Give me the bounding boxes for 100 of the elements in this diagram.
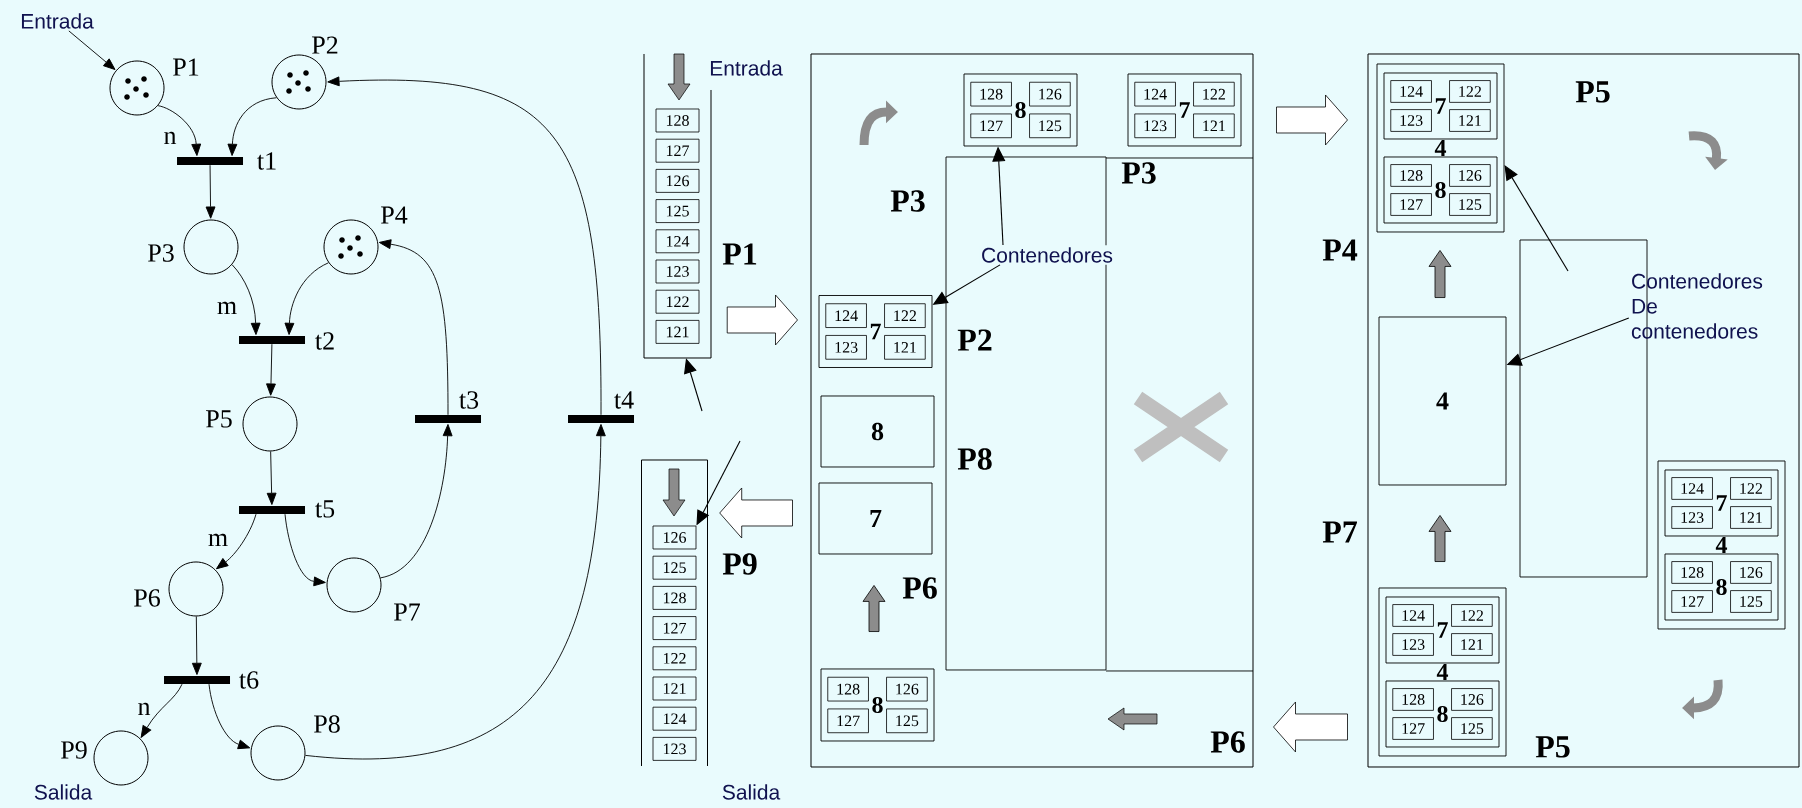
transition-label: t5 <box>315 500 335 518</box>
transition-label: t2 <box>315 332 334 350</box>
transition-label: t3 <box>459 391 479 409</box>
number-cell: 127 <box>1390 193 1432 216</box>
number-cell: 123 <box>1392 633 1434 656</box>
text-label: Entrada <box>21 13 94 29</box>
number-cell: 122 <box>1730 477 1772 500</box>
place-label: P5 <box>206 410 232 428</box>
container-box: 7 <box>818 482 933 555</box>
arc-arrow <box>140 683 183 738</box>
arc-arrow <box>191 616 202 675</box>
number-cell: 121 <box>1451 633 1493 656</box>
arc-arrow <box>157 105 202 156</box>
number-cell: 121 <box>1193 113 1235 139</box>
block-arrow <box>1273 701 1348 753</box>
place-label: P3 <box>148 244 174 262</box>
number-cell: 125 <box>652 555 697 580</box>
place-label: P1 <box>173 58 199 76</box>
number-cell: 125 <box>886 708 928 734</box>
arc-arrow <box>231 264 261 335</box>
number-cell: 126 <box>655 169 700 193</box>
number-cell: 123 <box>1671 506 1713 529</box>
number-cell: 121 <box>1730 506 1772 529</box>
arc-arrow <box>266 343 276 396</box>
place-label: P9 <box>61 741 87 759</box>
place-label: P2 <box>312 36 338 54</box>
arc-arrow <box>284 513 326 587</box>
number-cell: 126 <box>1029 81 1071 107</box>
stack-label: P1 <box>722 243 757 265</box>
place-label: P3 <box>1121 162 1156 184</box>
place-label: P2 <box>957 329 992 351</box>
number-cell: 127 <box>1392 717 1434 740</box>
arc-arrow <box>266 451 277 505</box>
number-cell: 124 <box>1671 477 1713 500</box>
place-label: P8 <box>957 448 992 470</box>
number-cell: 128 <box>1671 561 1713 584</box>
direction-arrow <box>862 585 886 632</box>
block-arrow <box>1276 94 1348 146</box>
number-cell: 127 <box>970 113 1012 139</box>
number-cell: 126 <box>652 525 697 550</box>
number-cell: 122 <box>1449 80 1491 103</box>
number-cell: 125 <box>1451 717 1493 740</box>
stack-label: Salida <box>722 784 781 800</box>
callout-text: Contenedores De contenedores <box>1629 271 1763 341</box>
direction-arrow <box>1428 515 1452 562</box>
place-label: P7 <box>394 603 420 621</box>
number-cell: 125 <box>655 199 700 223</box>
arc-arrow <box>327 76 602 416</box>
place-label: P3 <box>890 190 925 212</box>
place-label: P6 <box>1210 731 1245 753</box>
number-cell: 128 <box>827 676 869 702</box>
place-label: P8 <box>314 715 340 733</box>
place-label: P6 <box>902 577 937 599</box>
number-cell: 125 <box>1029 113 1071 139</box>
leader-line <box>1504 165 1569 272</box>
number-cell: 124 <box>652 706 697 731</box>
number-cell: 121 <box>884 335 926 360</box>
number-cell: 128 <box>970 81 1012 107</box>
arc-arrow <box>227 97 277 156</box>
place-label: P4 <box>1322 239 1358 261</box>
number-cell: 127 <box>1671 590 1713 613</box>
number-cell: 122 <box>655 289 700 314</box>
number-cell: 127 <box>827 708 869 734</box>
number-cell: 126 <box>1451 688 1493 711</box>
leader-line <box>684 358 703 412</box>
number-cell: 124 <box>1134 81 1176 107</box>
place-label: P5 <box>1535 736 1570 758</box>
number-cell: 124 <box>655 229 700 254</box>
layout-panel <box>1367 53 1800 768</box>
direction-arrow <box>1428 250 1452 298</box>
stack-label: P9 <box>722 553 757 575</box>
place-label: P7 <box>1322 521 1357 543</box>
number-cell: 128 <box>652 586 697 610</box>
number-cell: 125 <box>1449 193 1491 216</box>
number-cell: 127 <box>655 138 700 163</box>
number-cell: 127 <box>652 616 697 640</box>
number-cell: 122 <box>652 646 697 671</box>
block-arrow <box>726 294 798 346</box>
number-cell: 121 <box>1449 109 1491 132</box>
number-cell: 124 <box>825 303 867 328</box>
number-cell: 124 <box>1392 604 1434 627</box>
number-cell: 122 <box>884 303 926 328</box>
block-arrow <box>719 487 793 539</box>
transition-label: t4 <box>614 391 634 409</box>
number-cell: 123 <box>1390 109 1432 132</box>
number-cell: 128 <box>1392 688 1434 711</box>
callout-text: Contenedores <box>979 245 1115 265</box>
number-cell: 126 <box>1449 164 1491 187</box>
arc-arrow <box>205 164 216 219</box>
number-cell: 125 <box>1730 590 1772 613</box>
place-label: P4 <box>381 206 408 224</box>
stack-label: Entrada <box>710 60 783 76</box>
number-cell: 126 <box>886 676 928 702</box>
number-cell: 122 <box>1193 81 1235 107</box>
place-label: P5 <box>1575 81 1610 103</box>
container-box: 8 <box>820 395 935 468</box>
number-cell: 123 <box>652 737 697 761</box>
place-label: P6 <box>134 589 160 607</box>
arc-arrow <box>208 683 251 750</box>
number-cell: 123 <box>655 259 700 284</box>
